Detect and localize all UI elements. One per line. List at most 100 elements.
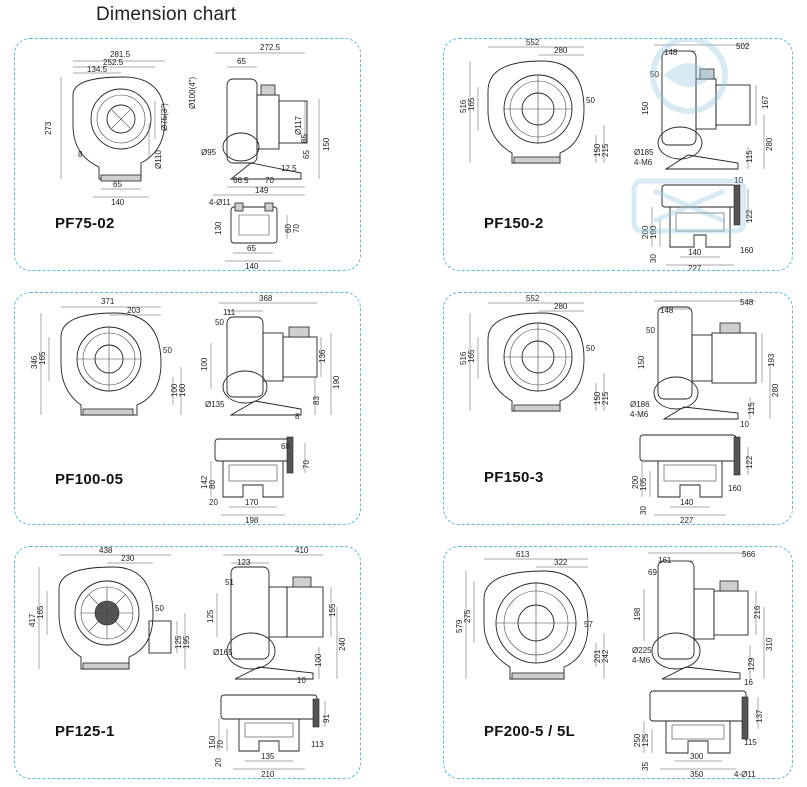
dim-label: 50 [646, 326, 655, 335]
dim-label: 150 [322, 137, 331, 151]
model-label: PF200-5 / 5L [484, 723, 576, 740]
dim-label: 140 [111, 198, 125, 207]
dim-label: 80 [208, 480, 217, 489]
dim-label: 242 [601, 649, 610, 663]
dim-label: 280 [765, 137, 774, 151]
dim-label: 566 [742, 550, 756, 559]
dim-label: 240 [338, 637, 347, 651]
pf100-05-drawing: 371 203 346 165 50 100 160 111 368 50 10… [30, 294, 341, 525]
dim-label: 125 [206, 609, 215, 623]
dim-label: 198 [633, 607, 642, 621]
dim-label: 167 [761, 95, 770, 109]
dim-label: 417 [28, 613, 37, 627]
dim-label: 100 [649, 225, 658, 239]
dim-label: 161 [658, 556, 672, 565]
model-label: PF100-05 [55, 471, 124, 488]
dim-label: 122 [745, 209, 754, 223]
dim-label: 300 [690, 752, 704, 761]
dim-label: 4-Ø11 [209, 198, 231, 207]
dim-label: Ø225 [632, 646, 652, 655]
dim-label: 165 [36, 605, 45, 619]
base-view [218, 694, 326, 770]
dim-label: 216 [753, 605, 762, 619]
dim-label: 148 [664, 48, 678, 57]
dim-label: 50 [155, 604, 164, 613]
dim-label: 502 [736, 42, 750, 51]
dim-label: 160 [740, 246, 754, 255]
dim-label: 65 [247, 244, 256, 253]
dim-label: 272.5 [260, 43, 281, 52]
dim-label: 136 [318, 349, 327, 363]
dim-label: 50 [586, 96, 595, 105]
dim-label: 35 [641, 762, 650, 771]
dim-label: 140 [245, 262, 259, 271]
brand-watermark-logo [631, 39, 747, 234]
model-label: PF75-02 [55, 215, 115, 232]
dim-label: 201 [593, 649, 602, 663]
dim-label: 115 [744, 738, 757, 747]
dim-label: 66.5 [233, 176, 249, 185]
dim-label: 4-Ø11 [734, 770, 756, 779]
dim-label: 548 [740, 298, 754, 307]
dim-label: 516 [459, 99, 468, 113]
pf75-02-drawing: 281.5 252.5 134.5 273 65 140 Ø75(3") Ø11… [44, 43, 331, 271]
dim-label: 165 [38, 351, 47, 365]
dim-label: 85 [300, 134, 309, 143]
dim-label: 100 [170, 383, 179, 397]
dim-label: 149 [255, 186, 269, 195]
dim-label: 8 [295, 412, 300, 421]
base-view [639, 434, 749, 516]
dim-label: 215 [601, 391, 610, 405]
dim-label: 195 [182, 635, 191, 649]
dim-label: Ø75(3") [160, 103, 169, 131]
dim-label: 346 [30, 355, 39, 369]
dim-label: 105 [639, 477, 648, 491]
dim-label: 275 [463, 609, 472, 623]
side-view [216, 554, 338, 680]
panel-pf150-2: 552 280 516 165 50 150 215 148 502 50 15… [443, 38, 793, 271]
dim-label: 68 [281, 442, 290, 451]
dim-label: 371 [101, 297, 115, 306]
dim-label: 51 [225, 578, 234, 587]
dim-label: 150 [593, 391, 602, 405]
dim-label: 140 [680, 498, 694, 507]
dim-label: 4-M6 [632, 656, 651, 665]
dim-label: 10 [734, 176, 743, 185]
dim-label: 165 [467, 97, 476, 111]
dim-label: 20 [209, 498, 218, 507]
dim-label: 65 [237, 57, 246, 66]
dim-label: 50 [586, 344, 595, 353]
dim-label: 125 [641, 733, 650, 747]
panel-pf150-3: 552 280 516 165 50 150 215 148 548 50 15… [443, 292, 793, 525]
dim-label: 230 [121, 554, 135, 563]
dim-label: 150 [641, 101, 650, 115]
dim-label: Ø117 [294, 115, 303, 135]
side-view [654, 44, 765, 170]
dim-label: 70 [292, 224, 301, 233]
dim-label: 70 [302, 460, 311, 469]
panel-pf100-05: 371 203 346 165 50 100 160 111 368 50 10… [14, 292, 361, 525]
dim-label: Ø135 [205, 400, 225, 409]
side-view [643, 552, 765, 680]
base-view [651, 184, 749, 266]
dim-label: Ø100(4") [188, 76, 197, 109]
dim-label: 281.5 [110, 50, 131, 59]
dim-label: 250 [633, 733, 642, 747]
dim-label: 516 [459, 351, 468, 365]
dim-label: 190 [332, 375, 341, 389]
dim-label: 142 [200, 475, 209, 489]
dim-label: 410 [295, 546, 309, 555]
front-view [465, 558, 605, 680]
dim-label: 198 [245, 516, 259, 525]
dim-label: 50 [650, 70, 659, 79]
page-title: Dimension chart [96, 4, 237, 25]
dim-label: 115 [747, 402, 756, 415]
dim-label: 8 [78, 150, 83, 159]
panel-pf75-02: 281.5 252.5 134.5 273 65 140 Ø75(3") Ø11… [14, 38, 361, 271]
side-view [653, 300, 771, 420]
pf125-1-drawing: 438 230 417 165 50 125 195 123 410 51 12… [28, 546, 347, 778]
dim-label: 137 [755, 709, 764, 723]
dim-label: Ø185 [634, 148, 654, 157]
dim-label: 130 [214, 221, 223, 235]
pf150-3-drawing: 552 280 516 165 50 150 215 148 548 50 15… [459, 294, 780, 524]
